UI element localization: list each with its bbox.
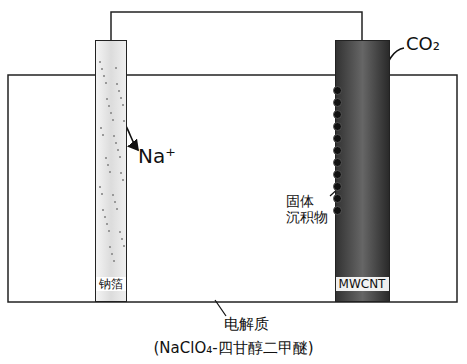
foil-speckle (122, 179, 124, 181)
foil-speckle (107, 164, 109, 166)
foil-speckle (105, 157, 107, 159)
foil-speckle (102, 209, 104, 211)
foil-speckle (102, 134, 104, 136)
foil-speckle (112, 119, 114, 121)
deposit-dot (333, 158, 342, 167)
foil-speckle (123, 245, 125, 247)
deposit-dot (333, 182, 342, 191)
foil-speckle (108, 105, 110, 107)
foil-speckle (109, 246, 111, 248)
deposit-dot (333, 206, 342, 215)
foil-speckle (101, 193, 103, 195)
foil-speckle (99, 186, 101, 188)
deposit-dot (333, 170, 342, 179)
foil-speckle (100, 127, 102, 129)
deposit-dot (333, 98, 342, 107)
foil-speckle (103, 75, 105, 77)
electrolyte-container (8, 75, 457, 302)
foil-speckle (111, 253, 113, 255)
foil-speckle (109, 171, 111, 173)
foil-speckle (112, 194, 114, 196)
electrolyte-leader (215, 300, 226, 316)
electrolyte-formula: (NaClO₄-四甘醇二甲醚) (154, 340, 314, 357)
deposit-dot (333, 122, 342, 131)
foil-speckle (105, 82, 107, 84)
deposit-dot (333, 146, 342, 155)
foil-speckle (119, 156, 121, 158)
foil-speckle (123, 120, 125, 122)
electrode-label: 钠箔 (96, 277, 126, 291)
foil-speckle (113, 135, 115, 137)
electrode-label: MWCNT (336, 277, 389, 291)
foil-speckle (99, 61, 101, 63)
foil-speckle (108, 230, 110, 232)
deposit-label: 固体 沉积物 (286, 193, 332, 225)
foil-speckle (115, 67, 117, 69)
foil-speckle (106, 98, 108, 100)
foil-speckle (120, 97, 122, 99)
foil-speckle (113, 260, 115, 262)
sodium-foil-electrode: 钠箔 (95, 40, 127, 302)
foil-speckle (110, 112, 112, 114)
foil-speckle (119, 231, 121, 233)
deposit-dot (333, 134, 342, 143)
foil-speckle (116, 208, 118, 210)
foil-speckle (104, 216, 106, 218)
deposit-dot (333, 110, 342, 119)
foil-speckle (121, 238, 123, 240)
foil-speckle (120, 172, 122, 174)
gas-label: CO₂ (406, 34, 440, 55)
foil-speckle (101, 68, 103, 70)
deposit-dot (333, 86, 342, 95)
foil-speckle (116, 83, 118, 85)
foil-speckle (117, 149, 119, 151)
deposit-dot (333, 194, 342, 203)
foil-speckle (122, 104, 124, 106)
ion-label: Na⁺ (138, 145, 176, 168)
electrolyte-label: 电解质 (224, 316, 269, 333)
foil-speckle (115, 142, 117, 144)
foil-speckle (106, 223, 108, 225)
mwcnt-electrode: MWCNT (335, 40, 390, 302)
external-wire (111, 12, 362, 40)
foil-speckle (118, 90, 120, 92)
foil-speckle (114, 201, 116, 203)
